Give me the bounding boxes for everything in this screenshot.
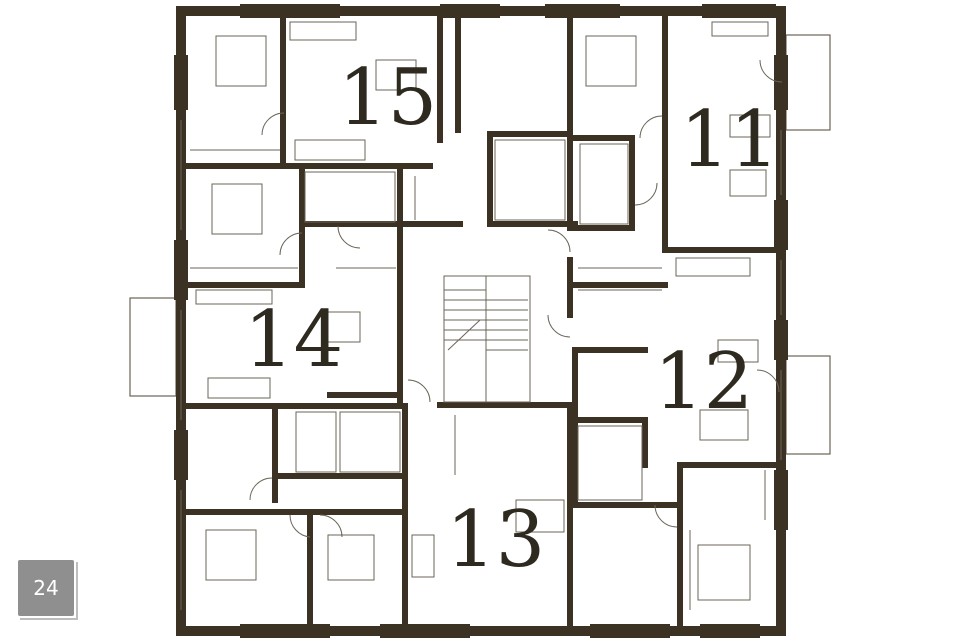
- balcony-right-top: [785, 34, 831, 131]
- unit-label-11: 11: [680, 95, 779, 185]
- interior-walls: [183, 13, 779, 629]
- unit-label-13: 13: [446, 495, 545, 585]
- page-number-badge: 24: [18, 560, 78, 620]
- furniture-details: [180, 21, 783, 610]
- balcony-right-bottom: [785, 355, 831, 455]
- balcony-left: [129, 297, 177, 397]
- unit-label-12: 12: [654, 337, 753, 427]
- unit-label-15: 15: [338, 53, 437, 143]
- unit-label-14: 14: [244, 295, 343, 385]
- unit-labels: 15 14 13 12 11: [244, 53, 779, 585]
